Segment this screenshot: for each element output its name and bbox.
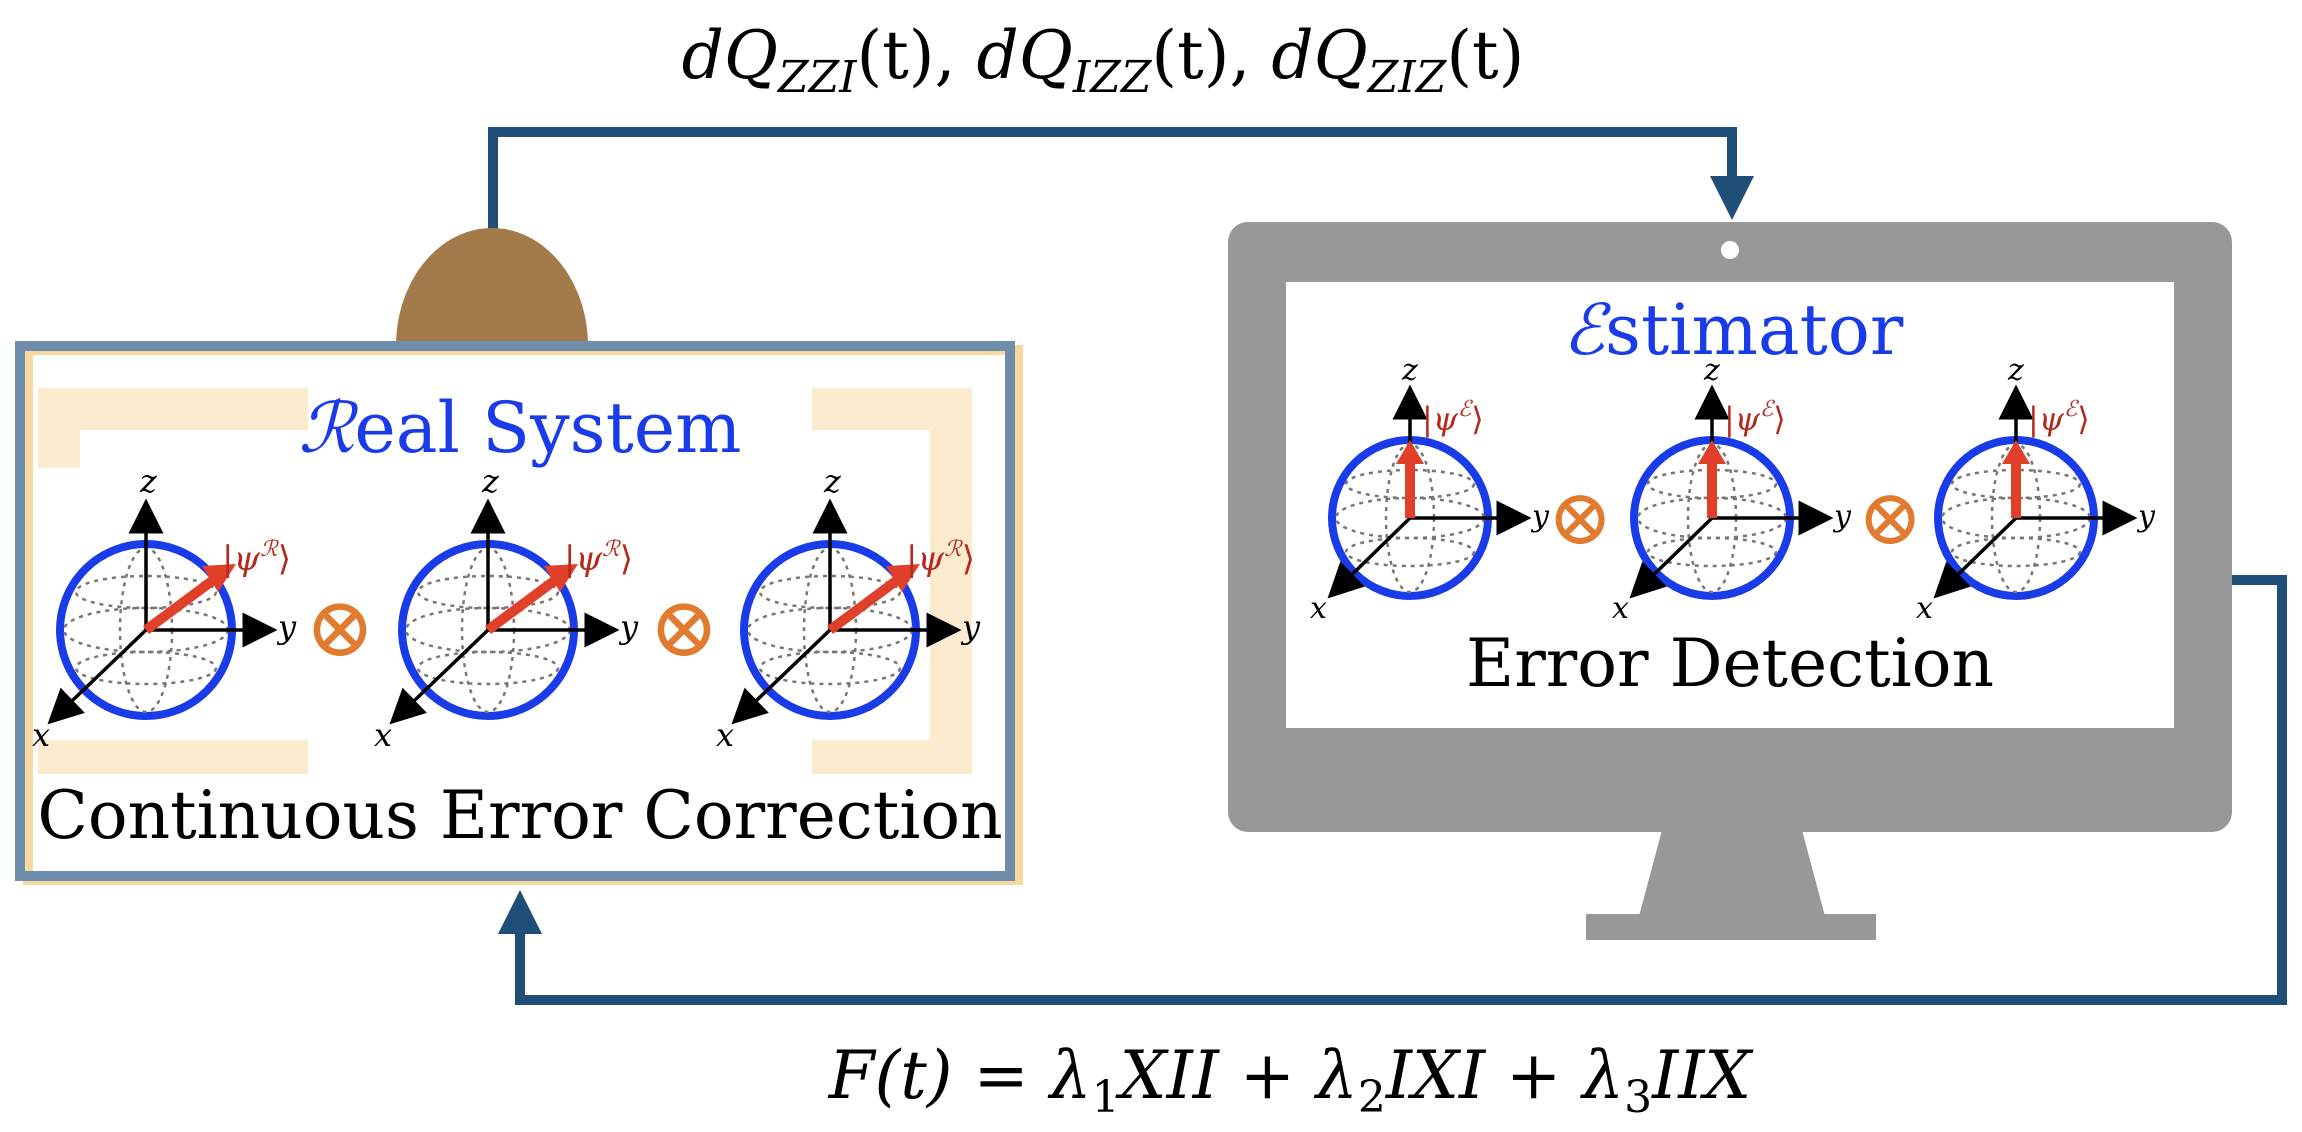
signal-term-1-subscript: ZZI <box>776 52 858 103</box>
real-state-arrow-2 <box>485 573 561 635</box>
real-state-label-3: |ψℛ⟩ <box>906 537 975 579</box>
signal-term-3-argument: (t) <box>1446 17 1524 94</box>
feedback-arrowhead <box>498 890 542 934</box>
feedback-lhs: F(t) = <box>828 1037 1050 1114</box>
estimator-caption: Error Detection <box>1466 625 1994 702</box>
real-axis-z-1: z <box>139 462 158 500</box>
estimator-axis-z-2: z <box>1703 353 1720 388</box>
estimator-qubit-sphere-2: z y x |ψℰ⟩ <box>1612 353 1852 626</box>
estimator-axis-y-3: y <box>2136 499 2156 534</box>
feedback-control-label: F(t) = λ1XII + λ2IXI + λ3IIX <box>828 1037 1755 1123</box>
feedback-term-2-subscript: 2 <box>1358 1072 1386 1123</box>
real-state-label-1: |ψℛ⟩ <box>222 537 291 579</box>
monitor-stand-neck <box>1638 830 1826 920</box>
estimator-state-label-2: |ψℰ⟩ <box>1724 397 1786 438</box>
estimator-title-rest: stimator <box>1605 289 1904 371</box>
monitor-stand-base <box>1586 914 1876 940</box>
real-axis-z-2: z <box>481 462 500 500</box>
real-state-arrow-1 <box>143 573 219 635</box>
signal-term-3-symbol: dQ <box>1271 17 1367 94</box>
estimator-state-label-1: |ψℰ⟩ <box>1422 397 1484 438</box>
real-axis-z-3: z <box>823 462 842 500</box>
real-qubit-sphere-1: z y x |ψℛ⟩ <box>32 462 297 754</box>
estimator-state-label-3: |ψℰ⟩ <box>2028 397 2090 438</box>
estimator-title-script: ℰ <box>1563 289 1612 371</box>
real-system-watermark <box>38 388 972 774</box>
feedback-term-1-coef: λ <box>1047 1037 1092 1114</box>
real-axis-x-3: x <box>716 716 734 754</box>
real-axis-x-1: x <box>32 716 50 754</box>
estimator-title: ℰstimator <box>1563 289 1904 371</box>
real-state-label-2: |ψℛ⟩ <box>564 537 633 579</box>
estimator-tensor-symbol-1: ⊗ <box>1547 473 1612 563</box>
real-system-panel: ℛeal System z y x |ψℛ⟩ <box>15 341 1023 885</box>
real-tensor-symbol-1: ⊗ <box>305 578 375 676</box>
feedback-plus-1: + <box>1219 1037 1316 1114</box>
estimator-axis-z-1: z <box>1401 353 1418 388</box>
measurement-detector <box>396 228 588 346</box>
real-system-title-script: ℛ <box>298 387 358 469</box>
feedback-term-1-operator: XII <box>1115 1037 1221 1114</box>
estimator-axis-x-3: x <box>1916 591 1933 626</box>
real-system-title-rest: eal System <box>354 387 741 469</box>
signal-separator-2: , <box>1229 17 1250 94</box>
feedback-term-3-coef: λ <box>1579 1037 1624 1114</box>
real-tensor-symbol-2: ⊗ <box>649 578 719 676</box>
estimator-tensor-symbol-2: ⊗ <box>1857 473 1922 563</box>
feedback-term-3-subscript: 3 <box>1624 1072 1652 1123</box>
signal-term-2-subscript: IZZ <box>1072 52 1153 103</box>
estimator-qubit-sphere-3: z y x |ψℰ⟩ <box>1916 353 2156 626</box>
signal-term-1-symbol: dQ <box>682 17 778 94</box>
estimator-monitor: ℰstimator z y x |ψℰ⟩ <box>1228 222 2232 940</box>
real-system-frame <box>15 341 1015 881</box>
measurement-wire <box>488 127 1737 232</box>
feedback-term-3-operator: IIX <box>1651 1037 1754 1114</box>
feedback-plus-2: + <box>1485 1037 1582 1114</box>
estimator-axis-x-1: x <box>1310 591 1327 626</box>
real-state-arrow-3 <box>827 573 903 635</box>
real-system-caption: Continuous Error Correction <box>37 777 1002 854</box>
real-axis-y-3: y <box>960 608 981 646</box>
monitor-camera-icon <box>1721 241 1739 259</box>
feedback-term-2-operator: IXI <box>1385 1037 1487 1114</box>
measurement-arrowhead <box>1710 176 1754 220</box>
real-qubit-sphere-3: z y x |ψℛ⟩ <box>716 462 981 754</box>
signal-separator-1: , <box>935 17 956 94</box>
real-qubit-sphere-2: z y x |ψℛ⟩ <box>374 462 639 754</box>
feedback-wire <box>515 575 2287 1005</box>
estimator-qubit-sphere-1: z y x |ψℰ⟩ <box>1310 353 1550 626</box>
estimator-axis-z-3: z <box>2007 353 2024 388</box>
estimator-axis-x-2: x <box>1612 591 1629 626</box>
signal-term-1-argument: (t) <box>857 17 935 94</box>
measurement-signal-label: dQZZI(t), dQIZZ(t), dQZIZ(t) <box>682 17 1525 103</box>
estimator-axis-y-2: y <box>1832 499 1852 534</box>
estimator-axis-y-1: y <box>1530 499 1550 534</box>
real-axis-x-2: x <box>374 716 392 754</box>
feedback-term-2-coef: λ <box>1313 1037 1358 1114</box>
signal-term-2-symbol: dQ <box>977 17 1073 94</box>
real-system-title: ℛeal System <box>298 387 741 469</box>
real-axis-y-1: y <box>276 608 297 646</box>
signal-term-3-subscript: ZIZ <box>1366 52 1448 103</box>
feedback-term-1-subscript: 1 <box>1092 1072 1120 1123</box>
monitor-screen <box>1286 282 2174 728</box>
real-axis-y-2: y <box>618 608 639 646</box>
signal-term-2-argument: (t) <box>1151 17 1229 94</box>
